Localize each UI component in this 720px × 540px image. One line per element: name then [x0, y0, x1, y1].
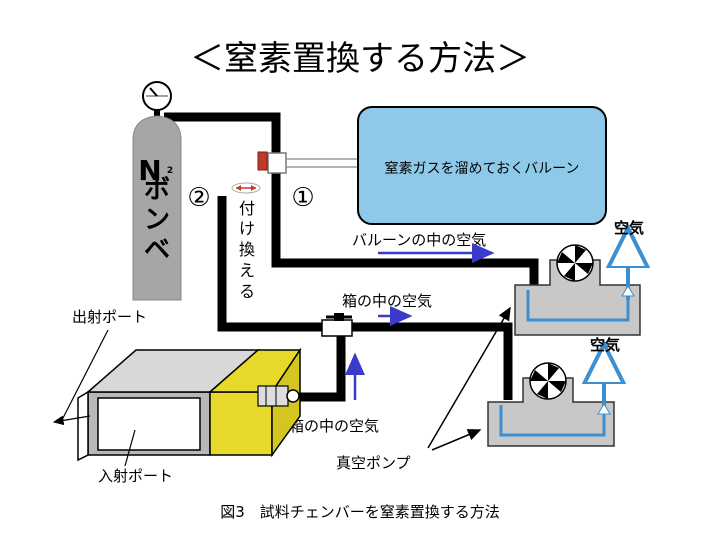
- chamber-connector: [257, 385, 300, 407]
- cylinder-label-n: N: [138, 154, 161, 187]
- air-bottom-label: 空気: [590, 336, 620, 354]
- cylinder-label-sub: 2: [167, 166, 173, 176]
- balloon-air-label: バルーンの中の空気: [352, 231, 486, 249]
- entry-port-leader: [124, 429, 136, 467]
- valve-1: [257, 151, 370, 174]
- swap-char-2: け: [239, 219, 255, 238]
- exit-port-arrow: [52, 415, 91, 426]
- swap-char-3: 換: [239, 240, 255, 259]
- vacuum-pump-top: [514, 244, 640, 336]
- figure-caption: 図3 試料チェンバーを窒素置換する方法: [220, 503, 500, 521]
- vacuum-pump-label: 真空ポンプ: [336, 454, 411, 472]
- circle-1-label: ①: [291, 183, 314, 213]
- cylinder-char-1: ボ: [144, 175, 170, 205]
- box-air-top-label: 箱の中の空気: [342, 292, 432, 310]
- entry-port-label: 入射ポート: [98, 467, 173, 485]
- nitrogen-balloon: 窒素ガスを溜めておくバルーン: [357, 106, 607, 225]
- pipes: [164, 112, 539, 402]
- swap-char-4: え: [239, 261, 255, 280]
- pressure-gauge: [142, 81, 172, 111]
- swap-label: 付 け 換 え る: [239, 199, 255, 301]
- swap-arrow-icon: [231, 182, 261, 194]
- nitrogen-cylinder: N 2 ボ ン ベ: [132, 115, 182, 301]
- pipe-valve-to-pump-top: [271, 170, 539, 290]
- sample-chamber: [77, 347, 302, 462]
- vacuum-pump-arrow-bottom: [431, 429, 482, 451]
- circle-2-label: ②: [187, 183, 210, 213]
- pipe-tee-to-pump-bottom: [352, 322, 513, 400]
- vacuum-pump-arrow-top: [427, 306, 511, 449]
- air-top-label: 空気: [614, 219, 644, 237]
- swap-char-1: 付: [239, 199, 255, 218]
- pipe-port2-to-tee: [217, 196, 330, 332]
- box-air-bottom-label: 箱の中の空気: [289, 417, 379, 435]
- valve-tee: [321, 313, 353, 337]
- vacuum-pump-bottom: [487, 360, 614, 447]
- cylinder-char-3: ベ: [144, 235, 170, 265]
- exit-port-leader: [61, 329, 109, 421]
- balloon-label: 窒素ガスを溜めておくバルーン: [385, 160, 580, 177]
- diagram-title: ＜窒素置換する方法＞: [190, 39, 530, 79]
- pipe-cylinder-to-valve: [164, 112, 281, 160]
- swap-char-5: る: [239, 282, 255, 301]
- cylinder-char-2: ン: [144, 205, 170, 235]
- exit-port-label: 出射ポート: [72, 308, 147, 326]
- pipe-tee-to-chamber: [300, 336, 346, 402]
- cylinder-label-rest: ボ ン ベ: [144, 175, 170, 265]
